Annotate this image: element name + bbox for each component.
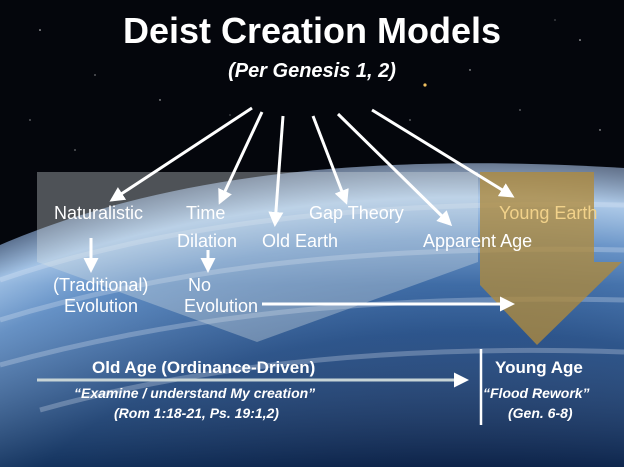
young-age-quote: “Flood Rework” xyxy=(483,385,590,401)
model-young-earth: Young Earth xyxy=(499,203,598,223)
bright-star xyxy=(423,83,427,87)
model-time: Time xyxy=(186,203,226,223)
outcome-evolution: Evolution xyxy=(64,296,139,316)
model-apparent-age: Apparent Age xyxy=(423,231,533,251)
outcome-traditional: (Traditional) xyxy=(53,275,149,295)
page-subtitle: (Per Genesis 1, 2) xyxy=(228,60,396,82)
fan-arrows xyxy=(109,106,515,227)
young-age-block-arrow xyxy=(480,172,622,345)
old-age-block-arrow xyxy=(37,172,478,342)
model-dilation: Dilation xyxy=(177,231,238,251)
stars xyxy=(29,19,601,151)
earth-shading xyxy=(0,163,624,467)
arrow-apparent-age xyxy=(336,112,453,227)
arrow-naturalistic xyxy=(109,106,253,202)
arrow-old-earth xyxy=(268,115,285,227)
old-age-quote: “Examine / understand My creation” xyxy=(74,385,316,401)
model-naturalistic: Naturalistic xyxy=(54,203,144,223)
arrow-gap-theory xyxy=(311,115,349,205)
young-age-refs: (Gen. 6-8) xyxy=(508,405,573,421)
outcome-no: No xyxy=(188,275,212,295)
model-old-earth: Old Earth xyxy=(262,231,339,251)
down-arrows xyxy=(83,238,216,273)
outcome-no-evolution: Evolution xyxy=(184,296,259,316)
young-age-heading: Young Age xyxy=(495,358,583,377)
arrow-young-earth xyxy=(371,108,515,198)
old-age-refs: (Rom 1:18-21, Ps. 19:1,2) xyxy=(114,405,279,421)
arrow-time-dilation xyxy=(218,111,264,205)
model-gap-theory: Gap Theory xyxy=(309,203,404,223)
page-title: Deist Creation Models xyxy=(122,10,502,51)
old-age-heading: Old Age (Ordinance-Driven) xyxy=(92,358,316,377)
